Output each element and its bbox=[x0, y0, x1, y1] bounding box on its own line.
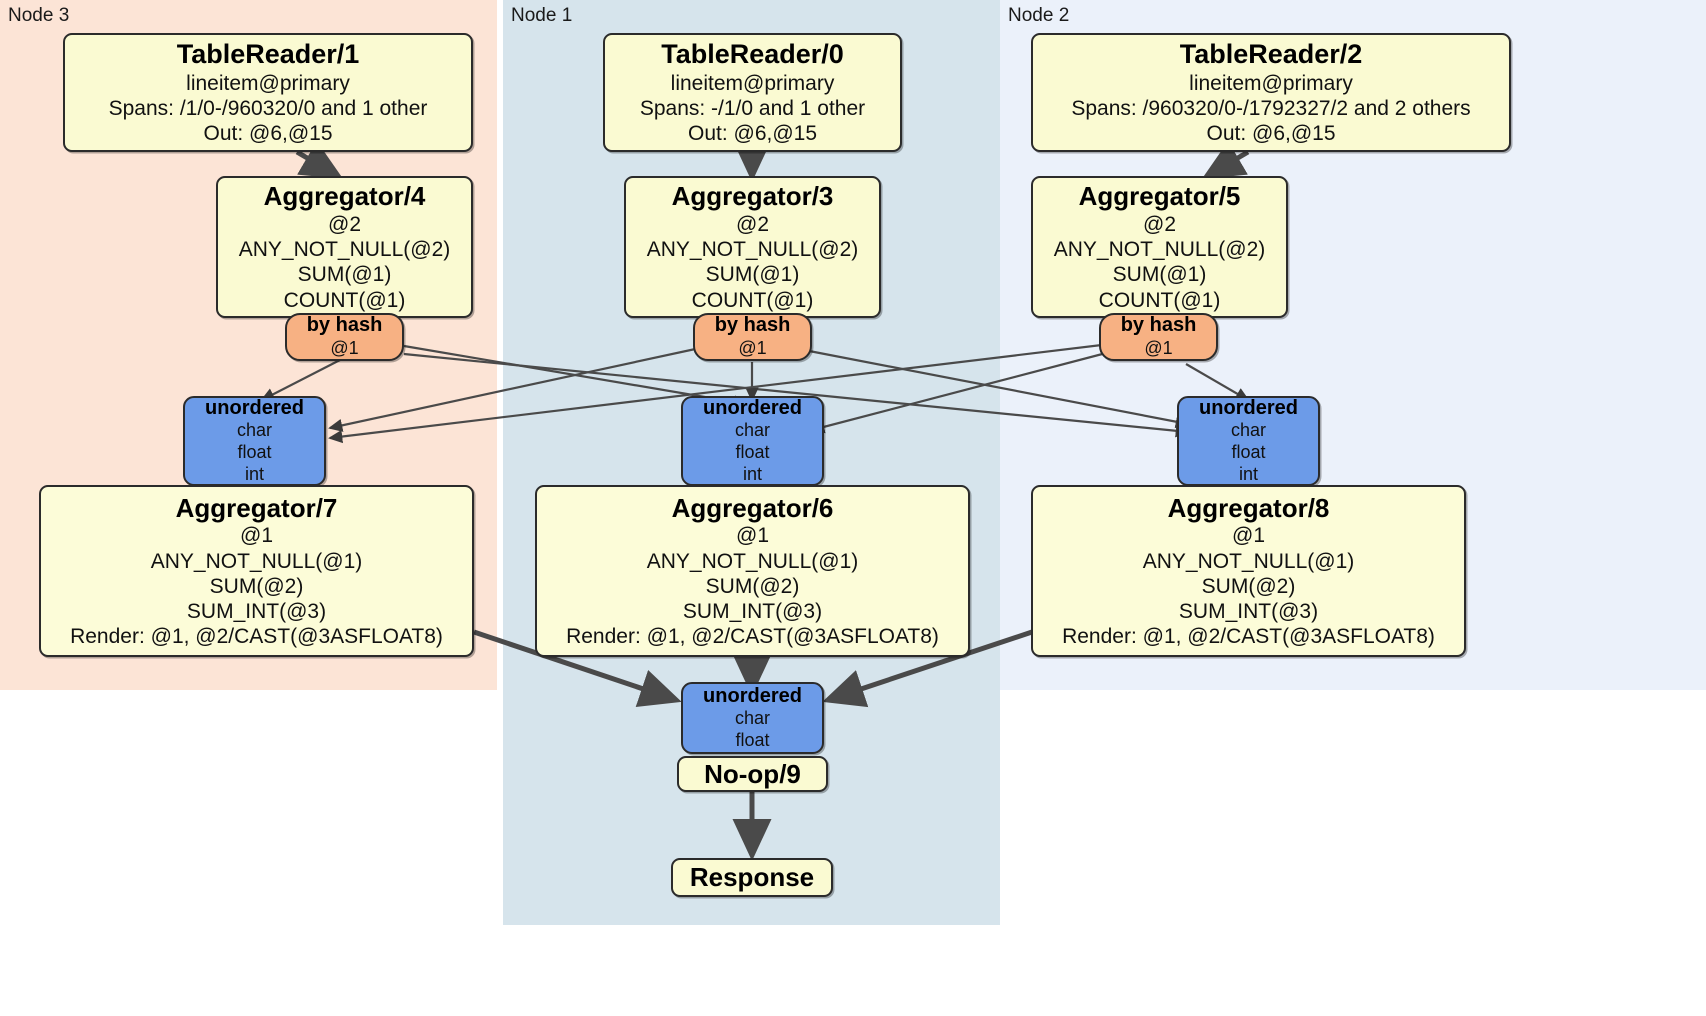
processor-title: Aggregator/3 bbox=[671, 181, 834, 212]
processor-response[interactable]: Response bbox=[671, 858, 833, 897]
processor-line: ANY_NOT_NULL(@2) bbox=[1053, 238, 1266, 262]
node-label-node3: Node 3 bbox=[8, 5, 70, 26]
processor-line: @1 bbox=[736, 524, 769, 548]
router-by-hash-node1[interactable]: by hash @1 bbox=[693, 313, 812, 361]
processor-line: Out: @6,@15 bbox=[687, 122, 818, 146]
processor-line: Render: @1, @2/CAST(@3ASFLOAT8) bbox=[1062, 625, 1435, 649]
processor-line: lineitem@primary bbox=[670, 71, 835, 95]
node-label-node2: Node 2 bbox=[1008, 5, 1070, 26]
processor-title: Aggregator/8 bbox=[1167, 492, 1330, 523]
router-detail: @1 bbox=[330, 338, 359, 358]
processor-line: SUM(@2) bbox=[209, 574, 304, 598]
synchronizer-type: float bbox=[735, 442, 770, 462]
processor-table-reader-0[interactable]: TableReader/0 lineitem@primary Spans: -/… bbox=[603, 33, 902, 152]
processor-aggregator-3[interactable]: Aggregator/3 @2 ANY_NOT_NULL(@2) SUM(@1)… bbox=[624, 176, 881, 318]
synchronizer-type: char bbox=[734, 708, 770, 729]
processor-line: Render: @1, @2/CAST(@3ASFLOAT8) bbox=[70, 625, 443, 649]
processor-title: Aggregator/7 bbox=[175, 492, 338, 523]
router-detail: @1 bbox=[738, 338, 767, 358]
processor-line: Out: @6,@15 bbox=[203, 122, 333, 146]
router-detail: @1 bbox=[1144, 338, 1173, 358]
processor-line: SUM(@1) bbox=[705, 263, 800, 287]
processor-aggregator-4[interactable]: Aggregator/4 @2 ANY_NOT_NULL(@2) SUM(@1)… bbox=[216, 176, 473, 318]
synchronizer-type: char bbox=[1230, 420, 1266, 441]
synchronizer-type: int bbox=[1238, 463, 1258, 484]
processor-line: @1 bbox=[1232, 524, 1265, 548]
processor-aggregator-5[interactable]: Aggregator/5 @2 ANY_NOT_NULL(@2) SUM(@1)… bbox=[1031, 176, 1288, 318]
synchronizer-unordered-final[interactable]: unordered char float bbox=[681, 682, 824, 754]
processor-title: TableReader/2 bbox=[1179, 38, 1363, 69]
processor-no-op-9[interactable]: No-op/9 bbox=[677, 756, 828, 792]
processor-line: COUNT(@1) bbox=[283, 288, 406, 312]
synchronizer-type: float bbox=[735, 729, 770, 750]
router-title: by hash bbox=[1120, 314, 1197, 337]
processor-line: Spans: /960320/0-/1792327/2 and 2 others bbox=[1071, 96, 1471, 120]
synchronizer-type: char bbox=[734, 420, 770, 441]
processor-line: SUM_INT(@3) bbox=[186, 599, 327, 623]
synchronizer-title: unordered bbox=[703, 396, 802, 419]
processor-line: ANY_NOT_NULL(@2) bbox=[646, 238, 859, 262]
processor-line: SUM_INT(@3) bbox=[682, 599, 823, 623]
router-by-hash-node3[interactable]: by hash @1 bbox=[285, 313, 404, 361]
processor-aggregator-6[interactable]: Aggregator/6 @1 ANY_NOT_NULL(@1) SUM(@2)… bbox=[535, 485, 970, 657]
processor-line: SUM_INT(@3) bbox=[1178, 599, 1319, 623]
processor-table-reader-1[interactable]: TableReader/1 lineitem@primary Spans: /1… bbox=[63, 33, 473, 152]
processor-line: @2 bbox=[736, 212, 769, 236]
synchronizer-unordered-node2[interactable]: unordered char float int bbox=[1177, 396, 1320, 486]
processor-line: lineitem@primary bbox=[1189, 71, 1353, 95]
processor-aggregator-8[interactable]: Aggregator/8 @1 ANY_NOT_NULL(@1) SUM(@2)… bbox=[1031, 485, 1466, 657]
synchronizer-title: unordered bbox=[1199, 396, 1298, 419]
synchronizer-unordered-node1[interactable]: unordered char float int bbox=[681, 396, 824, 486]
processor-line: Out: @6,@15 bbox=[1206, 122, 1336, 146]
router-title: by hash bbox=[306, 314, 383, 337]
processor-line: COUNT(@1) bbox=[1098, 288, 1221, 312]
processor-line: @1 bbox=[240, 524, 273, 548]
processor-line: SUM(@1) bbox=[297, 263, 392, 287]
processor-line: SUM(@2) bbox=[1201, 574, 1296, 598]
processor-title: Aggregator/4 bbox=[263, 181, 426, 212]
synchronizer-type: int bbox=[742, 463, 762, 484]
processor-title: Aggregator/5 bbox=[1078, 181, 1241, 212]
synchronizer-title: unordered bbox=[703, 684, 802, 707]
processor-line: SUM(@1) bbox=[1112, 263, 1207, 287]
synchronizer-type: float bbox=[237, 442, 272, 462]
processor-line: ANY_NOT_NULL(@1) bbox=[646, 549, 859, 573]
processor-line: Spans: -/1/0 and 1 other bbox=[639, 96, 866, 120]
synchronizer-type: int bbox=[244, 463, 264, 484]
processor-line: @2 bbox=[328, 212, 361, 236]
processor-line: ANY_NOT_NULL(@1) bbox=[150, 549, 363, 573]
processor-aggregator-7[interactable]: Aggregator/7 @1 ANY_NOT_NULL(@1) SUM(@2)… bbox=[39, 485, 474, 657]
processor-title: Response bbox=[689, 862, 815, 893]
processor-line: Render: @1, @2/CAST(@3ASFLOAT8) bbox=[566, 625, 939, 649]
processor-title: TableReader/1 bbox=[176, 38, 360, 69]
node-label-node1: Node 1 bbox=[511, 5, 573, 26]
processor-line: SUM(@2) bbox=[705, 574, 800, 598]
synchronizer-type: char bbox=[236, 420, 272, 441]
processor-line: ANY_NOT_NULL(@2) bbox=[238, 238, 451, 262]
router-title: by hash bbox=[714, 314, 791, 337]
processor-line: @2 bbox=[1143, 212, 1176, 236]
processor-line: ANY_NOT_NULL(@1) bbox=[1142, 549, 1355, 573]
processor-title: Aggregator/6 bbox=[671, 492, 834, 523]
processor-line: COUNT(@1) bbox=[691, 288, 814, 312]
processor-line: lineitem@primary bbox=[186, 71, 350, 95]
processor-title: TableReader/0 bbox=[661, 38, 844, 69]
router-by-hash-node2[interactable]: by hash @1 bbox=[1099, 313, 1218, 361]
processor-title: No-op/9 bbox=[704, 758, 801, 789]
synchronizer-unordered-node3[interactable]: unordered char float int bbox=[183, 396, 326, 486]
processor-table-reader-2[interactable]: TableReader/2 lineitem@primary Spans: /9… bbox=[1031, 33, 1511, 152]
processor-line: Spans: /1/0-/960320/0 and 1 other bbox=[108, 96, 428, 120]
synchronizer-type: float bbox=[1231, 442, 1266, 462]
synchronizer-title: unordered bbox=[205, 396, 304, 419]
